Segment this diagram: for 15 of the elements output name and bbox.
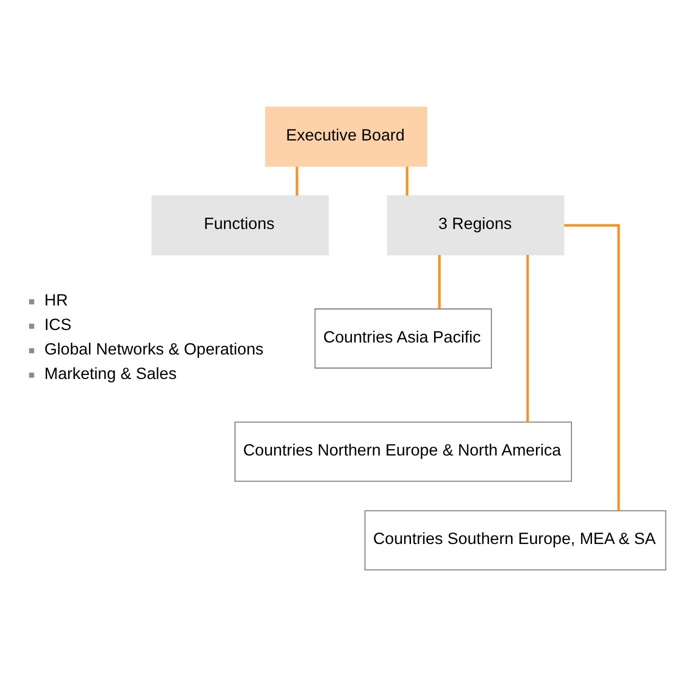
- node-label: ICS: [44, 316, 72, 334]
- connector: [296, 166, 298, 196]
- node-label: Global Networks & Operations: [44, 340, 264, 358]
- node-box: Functions: [151, 194, 329, 255]
- node-box: Countries Asia Pacific: [314, 308, 492, 368]
- node-box: 3 Regions: [386, 194, 564, 255]
- connector: [406, 166, 408, 196]
- node-box: Countries Southern Europe, MEA & SA: [364, 510, 666, 570]
- connector: [526, 254, 529, 422]
- node-box: Executive Board: [265, 106, 428, 166]
- connector: [564, 224, 620, 510]
- node-box: Countries Northern Europe & North America: [234, 421, 572, 482]
- node-label: Marketing & Sales: [44, 364, 177, 383]
- node-label: HR: [44, 291, 68, 310]
- connector: [438, 254, 441, 308]
